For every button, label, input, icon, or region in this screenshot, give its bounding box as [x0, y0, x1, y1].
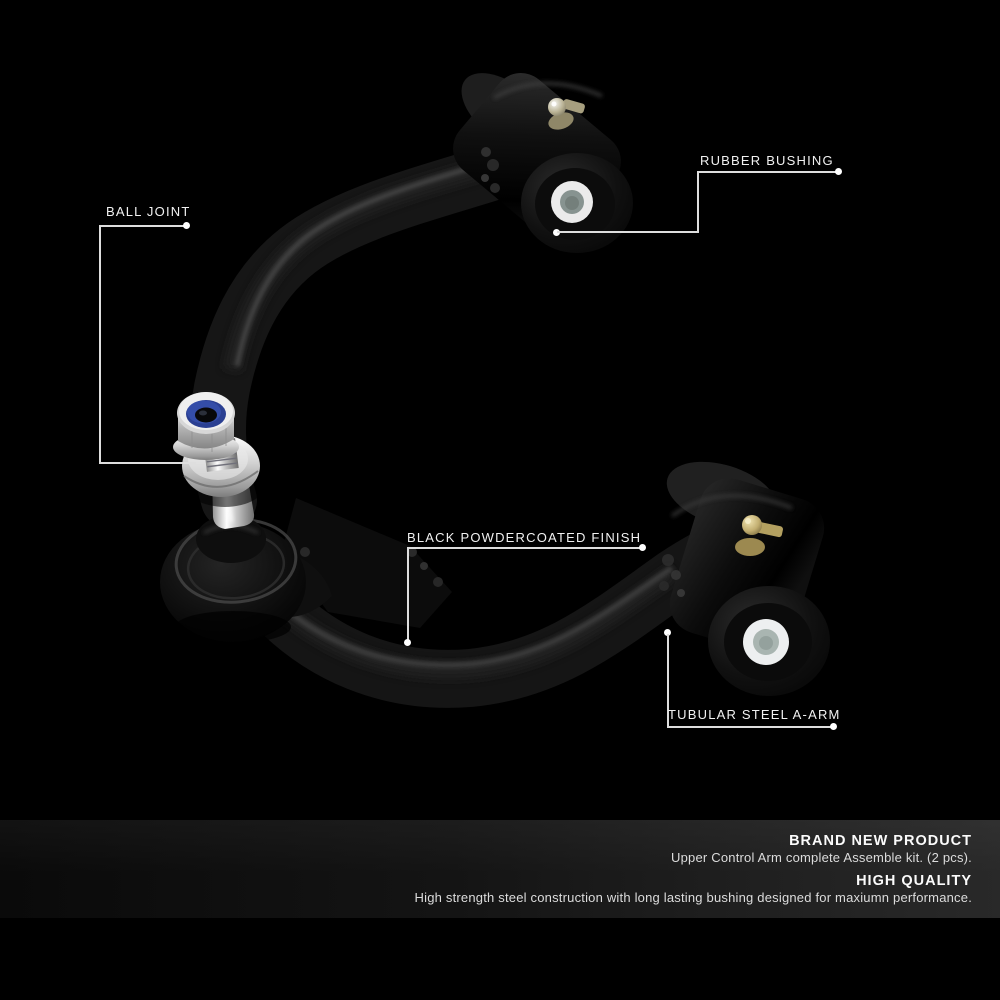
nylock-nut [173, 392, 239, 460]
leader-dot [830, 723, 837, 730]
leader-line [407, 547, 640, 549]
callout-label-rubber-bushing: RUBBER BUSHING [700, 153, 834, 168]
leader-line [99, 225, 101, 464]
callout-label-powdercoated-finish: BLACK POWDERCOATED FINISH [407, 530, 642, 545]
info-section-brand-new: BRAND NEW PRODUCT Upper Control Arm comp… [671, 832, 972, 865]
leader-dot [664, 629, 671, 636]
leader-line [100, 225, 184, 227]
leader-line [557, 231, 699, 233]
leader-dot [404, 639, 411, 646]
leader-dot [183, 222, 190, 229]
rear-bushing [659, 461, 830, 696]
leader-line [667, 726, 833, 728]
leader-line [667, 634, 669, 727]
leader-line [407, 547, 409, 642]
ball-joint-boot [160, 522, 306, 642]
leader-dot [639, 544, 646, 551]
info-description: Upper Control Arm complete Assemble kit.… [671, 849, 972, 865]
info-section-high-quality: HIGH QUALITY High strength steel constru… [414, 872, 972, 905]
info-heading: HIGH QUALITY [856, 872, 972, 889]
leader-dot [835, 168, 842, 175]
grease-fitting-gold [735, 515, 783, 556]
callout-label-ball-joint: BALL JOINT [106, 204, 191, 219]
front-bushing [453, 73, 633, 253]
info-description: High strength steel construction with lo… [414, 889, 972, 905]
leader-line [697, 171, 839, 173]
info-strip: BRAND NEW PRODUCT Upper Control Arm comp… [0, 820, 1000, 918]
callout-label-tubular-steel-a-arm: TUBULAR STEEL A-ARM [668, 707, 841, 722]
leader-line [99, 462, 196, 464]
leader-line [697, 172, 699, 233]
leader-dot [553, 229, 560, 236]
grease-fitting-silver [548, 98, 585, 130]
info-heading: BRAND NEW PRODUCT [789, 832, 972, 849]
ball-joint-assembly [160, 392, 332, 643]
